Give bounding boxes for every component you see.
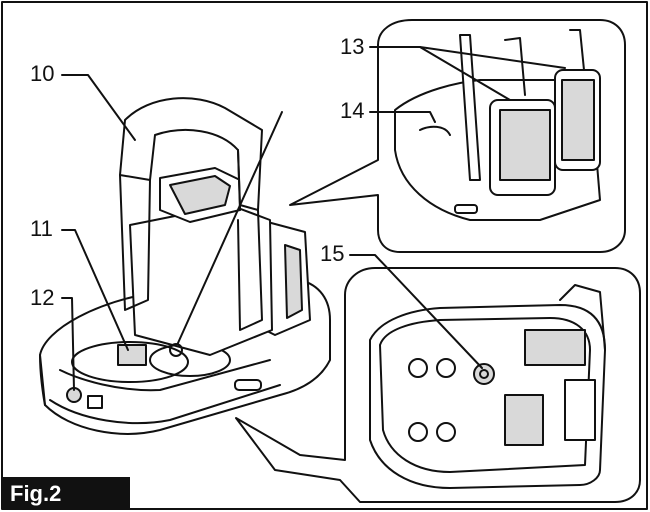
leader-14b [177,111,283,344]
inset-bottom-drawing [369,284,606,489]
leader-14 [369,111,436,123]
callout-15: 15 [320,241,345,266]
main-charger-drawing [39,97,331,435]
leader-11 [61,229,129,351]
leader-10 [61,74,136,141]
callout-13: 13 [340,34,365,59]
inset-top-drawing [394,29,601,221]
callout-12: 12 [30,285,55,310]
leader-12 [61,297,75,391]
callout-11: 11 [30,216,53,241]
leader-15 [349,254,483,369]
figure-label: Fig.2 [2,477,130,510]
callout-14: 14 [340,98,365,123]
leader-13b [419,46,566,69]
callout-10: 10 [30,61,55,86]
